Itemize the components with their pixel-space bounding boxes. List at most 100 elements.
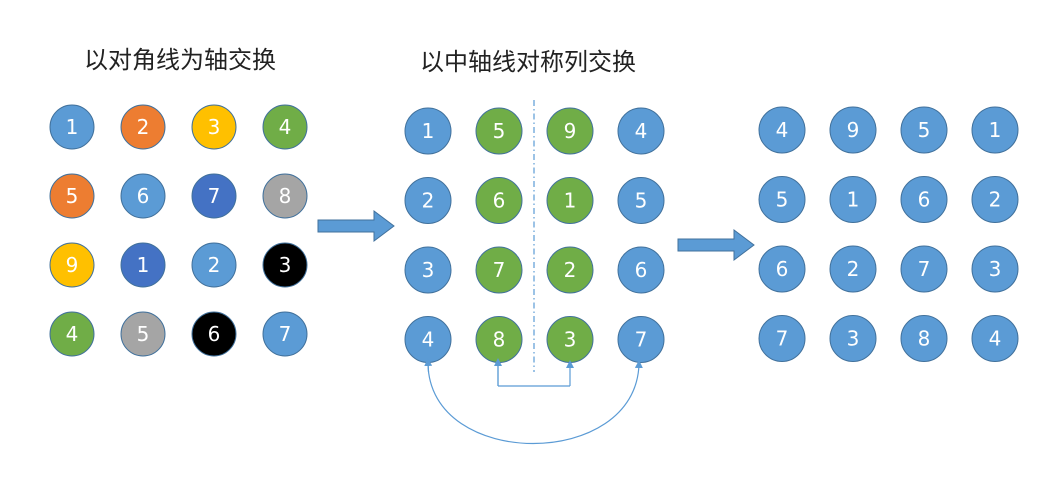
matrix-circle — [262, 242, 308, 288]
matrix-value-label: 9 — [66, 253, 79, 277]
matrix-value-label: 9 — [847, 118, 860, 142]
matrix-value-label: 8 — [493, 328, 506, 352]
transposed-matrix-cell: 2 — [404, 177, 452, 224]
matrix-circle — [971, 176, 1019, 223]
transposed-matrix-cell: 5 — [617, 177, 665, 224]
result-matrix-cell: 6 — [758, 245, 806, 293]
result-matrix-cell: 4 — [758, 106, 806, 154]
matrix-circle — [404, 107, 452, 155]
matrix-circle — [191, 173, 237, 219]
matrix-value-label: 4 — [279, 115, 292, 139]
matrix-circle — [49, 173, 95, 219]
matrix-circle — [475, 177, 523, 224]
original-matrix-cell: 3 — [191, 104, 237, 150]
diagonal-swap-title: 以对角线为轴交换 — [84, 46, 276, 74]
result-matrix-cell: 9 — [829, 106, 877, 154]
matrix-value-label: 2 — [989, 188, 1002, 212]
matrix-circle — [900, 176, 948, 223]
matrix-value-label: 7 — [279, 322, 292, 346]
matrix-circle — [758, 315, 806, 362]
matrix-circle — [475, 107, 523, 155]
transposed-matrix-cell: 3 — [546, 316, 594, 363]
matrix-circle — [49, 311, 95, 357]
original-matrix-cell: 2 — [120, 104, 166, 150]
inner-swap-connector — [497, 364, 570, 387]
matrix-value-label: 4 — [989, 327, 1002, 351]
matrix-value-label: 5 — [66, 184, 79, 208]
matrix-circle — [829, 245, 877, 293]
result-matrix-cell: 6 — [900, 176, 948, 223]
matrix-value-label: 4 — [66, 322, 79, 346]
matrix-circle — [120, 242, 166, 288]
original-matrix-cell: 7 — [191, 173, 237, 219]
matrix-value-label: 3 — [422, 258, 435, 282]
matrix-value-label: 2 — [564, 258, 577, 282]
transposed-matrix-cell: 6 — [475, 177, 523, 224]
original-matrix-cell: 6 — [120, 173, 166, 219]
matrix-circle — [191, 104, 237, 150]
result-matrix-cell: 8 — [900, 315, 948, 362]
transposed-matrix-cell: 1 — [404, 107, 452, 155]
matrix-value-label: 6 — [918, 188, 931, 212]
matrix-circle — [262, 173, 308, 219]
transposed-matrix-cell: 6 — [617, 246, 665, 294]
matrix-value-label: 3 — [847, 327, 860, 351]
original-matrix-cell: 3 — [262, 242, 308, 288]
matrix-circle — [120, 311, 166, 357]
outer-swap-arc — [427, 360, 643, 444]
matrix-circle — [120, 104, 166, 150]
transposed-matrix-cell: 9 — [546, 107, 594, 155]
transposed-matrix-cell: 7 — [475, 246, 523, 294]
matrix-value-label: 6 — [635, 258, 648, 282]
original-matrix-cell: 1 — [49, 104, 95, 150]
matrix-circle — [829, 176, 877, 223]
matrix-value-label: 5 — [776, 188, 789, 212]
matrix-value-label: 1 — [564, 189, 577, 213]
matrix-circle — [404, 177, 452, 224]
matrix-value-label: 5 — [137, 322, 150, 346]
result-matrix-cell: 3 — [971, 245, 1019, 293]
matrix-value-label: 6 — [137, 184, 150, 208]
matrix-circle — [758, 106, 806, 154]
matrix-circle — [546, 107, 594, 155]
original-matrix-cell: 8 — [262, 173, 308, 219]
matrix-value-label: 1 — [989, 118, 1002, 142]
matrix-value-label: 7 — [918, 257, 931, 281]
matrix-circle — [971, 315, 1019, 362]
matrix-circle — [758, 245, 806, 293]
matrix-value-label: 6 — [776, 257, 789, 281]
matrix-value-label: 1 — [422, 119, 435, 143]
transposed-matrix-cell: 5 — [475, 107, 523, 155]
result-matrix-cell: 5 — [758, 176, 806, 223]
transposed-matrix-cell: 4 — [404, 316, 452, 363]
matrix-circle — [900, 245, 948, 293]
matrix-circle — [49, 104, 95, 150]
matrix-value-label: 6 — [493, 189, 506, 213]
matrix-value-label: 8 — [279, 184, 292, 208]
matrix-circle — [475, 246, 523, 294]
matrix-circle — [49, 242, 95, 288]
matrix-circle — [191, 311, 237, 357]
matrix-value-label: 3 — [989, 257, 1002, 281]
matrix-value-label: 7 — [493, 258, 506, 282]
original-matrix-cell: 9 — [49, 242, 95, 288]
transposed-matrix-cell: 8 — [475, 316, 523, 363]
matrix-value-label: 2 — [208, 253, 221, 277]
result-matrix-cell: 4 — [971, 315, 1019, 362]
matrix-value-label: 3 — [279, 253, 292, 277]
matrix-circle — [546, 246, 594, 294]
matrix-circle — [971, 106, 1019, 154]
original-matrix-cell: 1 — [120, 242, 166, 288]
matrix-value-label: 2 — [847, 257, 860, 281]
matrix-circle — [829, 106, 877, 154]
original-matrix-cell: 4 — [49, 311, 95, 357]
matrix-value-label: 4 — [776, 118, 789, 142]
matrix-circle — [829, 315, 877, 362]
outer-swap-arrow-left — [424, 358, 433, 373]
matrix-circle — [404, 246, 452, 294]
result-matrix-cell: 5 — [900, 106, 948, 154]
matrix-circle — [617, 177, 665, 224]
result-matrix-cell: 2 — [829, 245, 877, 293]
matrix-value-label: 8 — [918, 327, 931, 351]
